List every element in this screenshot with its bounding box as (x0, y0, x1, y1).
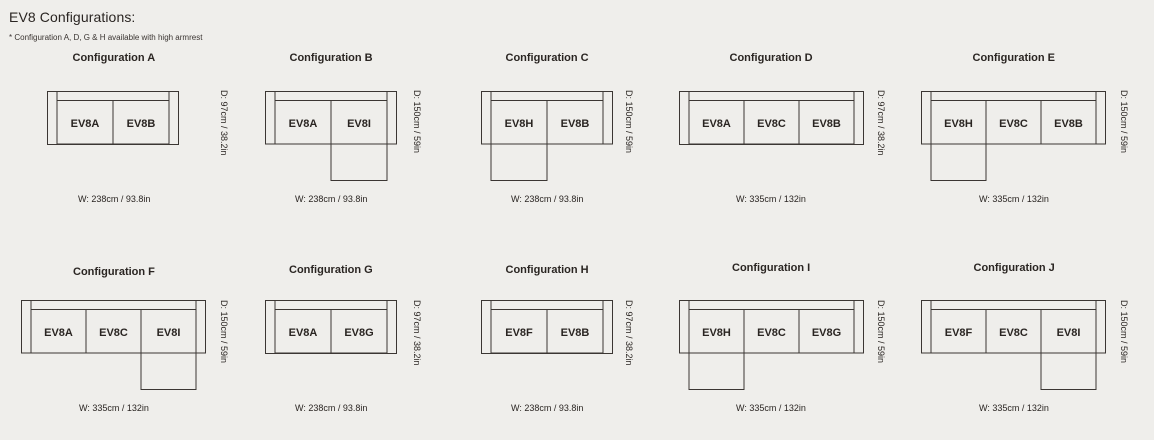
width-dimension: W: 335cm / 132in (736, 403, 806, 413)
depth-dimension: D: 150cm / 59in (219, 300, 229, 364)
sofa-diagram (481, 300, 613, 354)
width-dimension: W: 238cm / 93.8in (295, 403, 368, 413)
sofa-diagram (679, 300, 864, 390)
sofa-outline (265, 91, 397, 181)
module-label: EV8F (944, 327, 973, 339)
module-label: EV8A (288, 327, 318, 339)
module-label: EV8C (99, 327, 128, 339)
configuration-name: Configuration F (73, 266, 155, 278)
sofa-diagram (21, 300, 206, 390)
sofa-diagram (679, 91, 864, 145)
configuration-name: Configuration H (505, 264, 589, 276)
armrest-note: * Configuration A, D, G & H available wi… (9, 33, 203, 42)
depth-dimension: D: 150cm / 59in (876, 300, 886, 364)
module-label: EV8G (344, 327, 374, 339)
sofa-outline (679, 91, 864, 145)
sofa-outline (481, 300, 613, 354)
sofa-outline (47, 91, 179, 145)
module-label: EV8A (70, 118, 100, 130)
width-dimension: W: 238cm / 93.8in (78, 194, 151, 204)
width-dimension: W: 238cm / 93.8in (511, 403, 584, 413)
depth-dimension: D: 97cm / 38.2in (876, 90, 886, 156)
configuration-name: Configuration C (505, 52, 589, 64)
module-label: EV8B (560, 118, 590, 130)
width-dimension: W: 238cm / 93.8in (295, 194, 368, 204)
width-dimension: W: 335cm / 132in (79, 403, 149, 413)
configuration-name: Configuration D (729, 52, 813, 64)
depth-dimension: D: 150cm / 59in (1119, 300, 1129, 364)
sofa-diagram (47, 91, 179, 145)
sofa-diagram (265, 91, 397, 181)
depth-dimension: D: 150cm / 59in (624, 90, 634, 154)
configuration-name: Configuration A (72, 52, 156, 64)
module-label: EV8A (702, 118, 731, 130)
width-dimension: W: 238cm / 93.8in (511, 194, 584, 204)
sofa-outline (921, 91, 1106, 181)
depth-dimension: D: 97cm / 38.2in (624, 300, 634, 366)
configuration-name: Configuration I (732, 262, 811, 274)
page-title: EV8 Configurations: (9, 9, 136, 25)
sofa-diagram (921, 300, 1106, 390)
module-label: EV8C (999, 118, 1028, 130)
sofa-outline (921, 300, 1106, 390)
width-dimension: W: 335cm / 132in (979, 403, 1049, 413)
module-label: EV8F (505, 327, 533, 339)
module-label: EV8B (126, 118, 156, 130)
configuration-name: Configuration B (289, 52, 373, 64)
configuration-name: Configuration J (973, 262, 1055, 274)
module-label: EV8B (812, 118, 841, 130)
sofa-outline (265, 300, 397, 354)
module-label: EV8I (1056, 327, 1081, 339)
configuration-name: Configuration E (972, 52, 1056, 64)
sofa-diagram (481, 91, 613, 181)
configuration-name: Configuration G (289, 264, 373, 276)
depth-dimension: D: 97cm / 38.2in (412, 300, 422, 366)
module-label: EV8I (347, 118, 371, 130)
sofa-outline (21, 300, 206, 390)
width-dimension: W: 335cm / 132in (736, 194, 806, 204)
module-label: EV8A (288, 118, 318, 130)
sofa-outline (481, 91, 613, 181)
module-label: EV8A (44, 327, 73, 339)
module-label: EV8H (702, 327, 731, 339)
module-label: EV8B (1054, 118, 1083, 130)
sofa-outline (679, 300, 864, 390)
module-label: EV8I (156, 327, 181, 339)
module-label: EV8C (999, 327, 1028, 339)
width-dimension: W: 335cm / 132in (979, 194, 1049, 204)
module-label: EV8C (757, 118, 786, 130)
module-label: EV8B (560, 327, 590, 339)
module-label: EV8H (944, 118, 973, 130)
depth-dimension: D: 150cm / 59in (1119, 90, 1129, 154)
depth-dimension: D: 97cm / 38.2in (219, 90, 229, 156)
sofa-diagram (921, 91, 1106, 181)
sofa-diagram (265, 300, 397, 354)
module-label: EV8C (757, 327, 786, 339)
module-label: EV8G (811, 327, 842, 339)
depth-dimension: D: 150cm / 59in (412, 90, 422, 154)
module-label: EV8H (504, 118, 534, 130)
